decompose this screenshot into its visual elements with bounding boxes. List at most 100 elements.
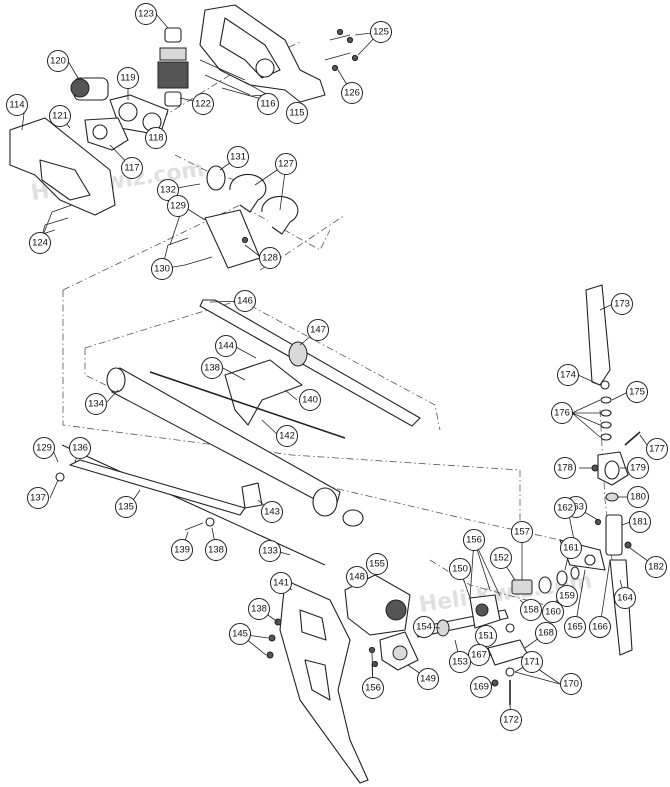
callout-p177: 177 xyxy=(646,438,668,460)
callout-circle xyxy=(135,3,157,25)
callout-p143: 143 xyxy=(261,501,283,523)
frame-screw xyxy=(329,34,351,41)
callout-p117: 117 xyxy=(121,157,143,179)
blade-washer xyxy=(600,409,612,417)
callout-p180: 180 xyxy=(627,486,649,508)
callout-circle xyxy=(33,437,55,459)
side-frame-window xyxy=(39,159,91,201)
callout-p172: 172 xyxy=(500,709,522,731)
boom-clamp-assembly xyxy=(167,165,299,269)
callout-circle xyxy=(6,94,28,116)
callout-circle xyxy=(341,82,363,104)
callout-p140: 140 xyxy=(299,389,321,411)
blade-bolt xyxy=(624,431,641,446)
fin-screw xyxy=(268,634,276,642)
callout-circle xyxy=(69,437,91,459)
boom-tube-front xyxy=(106,367,126,393)
leader-line xyxy=(284,389,298,401)
callout-p158: 158 xyxy=(520,599,542,621)
callout-circle xyxy=(307,319,329,341)
callout-p139: 139 xyxy=(171,539,193,561)
side-frame-screw xyxy=(44,217,69,226)
callout-p160: 160 xyxy=(542,601,564,623)
callout-circle xyxy=(259,247,281,269)
callout-circle xyxy=(151,258,173,280)
callout-circle xyxy=(47,50,69,72)
plate-screw-hole xyxy=(241,236,249,244)
callout-circle xyxy=(370,21,392,43)
callout-number: 148 xyxy=(349,572,365,583)
callout-p164: 164 xyxy=(614,587,636,609)
callout-p175: 175 xyxy=(626,381,648,403)
bevel-gear-teeth xyxy=(70,78,90,98)
callout-circle xyxy=(470,676,492,698)
leader-line xyxy=(611,391,629,401)
callout-circle xyxy=(556,585,578,607)
callout-number: 155 xyxy=(369,559,385,570)
callout-circle xyxy=(167,195,189,217)
callout-number: 135 xyxy=(118,502,134,513)
callout-circle xyxy=(611,293,633,315)
callout-number: 174 xyxy=(560,370,576,381)
leader-line xyxy=(155,13,169,29)
guide-line xyxy=(259,214,346,271)
bevel-gear-tail xyxy=(385,599,407,621)
callout-number: 171 xyxy=(524,657,540,668)
guide-line xyxy=(84,299,441,431)
tail-drive-shaft xyxy=(199,299,421,427)
callout-p126: 126 xyxy=(341,82,363,104)
callout-p147: 147 xyxy=(307,319,329,341)
callout-p119: 119 xyxy=(117,67,139,89)
shaft-collar xyxy=(511,579,533,595)
callout-number: 138 xyxy=(251,604,267,615)
callout-p153: 153 xyxy=(449,651,471,673)
boom-clip xyxy=(241,482,263,509)
callout-number: 140 xyxy=(302,395,318,406)
callout-circle xyxy=(614,587,636,609)
callout-p131: 131 xyxy=(227,146,249,168)
callout-p182: 182 xyxy=(645,556,667,578)
callout-p174: 174 xyxy=(557,364,579,386)
leader-line xyxy=(106,389,119,403)
callout-number: 128 xyxy=(262,253,278,264)
callout-circle xyxy=(257,93,279,115)
callout-circle xyxy=(629,511,651,533)
callout-number: 144 xyxy=(218,341,234,352)
callout-number: 129 xyxy=(170,201,186,212)
leader-line xyxy=(261,419,280,437)
case-screw xyxy=(368,646,376,654)
callout-circle xyxy=(463,529,485,551)
callout-p162: 162 xyxy=(554,497,576,519)
callout-number: 137 xyxy=(30,493,46,504)
callout-p159: 159 xyxy=(556,585,578,607)
frame-pin xyxy=(221,87,266,101)
callout-p125: 125 xyxy=(370,21,392,43)
plate-screw xyxy=(167,237,189,246)
callout-p154: 154 xyxy=(413,616,435,638)
callout-p129a: 129 xyxy=(167,195,189,217)
rod-end-washer xyxy=(205,517,215,527)
callout-circle xyxy=(557,364,579,386)
fin-screw xyxy=(266,651,274,659)
callout-circle xyxy=(413,616,435,638)
callout-circle xyxy=(248,598,270,620)
callout-p114: 114 xyxy=(6,94,28,116)
leader-line xyxy=(571,399,601,438)
callout-number: 149 xyxy=(420,674,436,685)
guide-line xyxy=(429,559,546,606)
frame-bearing-seat xyxy=(255,58,275,78)
callout-number: 134 xyxy=(88,399,104,410)
callout-circle xyxy=(276,425,298,447)
slider-screw xyxy=(594,518,602,526)
callout-p146: 146 xyxy=(234,290,256,312)
callout-circle xyxy=(171,539,193,561)
guide-line xyxy=(599,409,613,561)
callout-circle xyxy=(362,677,384,699)
leader-line xyxy=(599,559,611,627)
callout-circle xyxy=(646,438,668,460)
callout-circle xyxy=(29,232,51,254)
callout-number: 173 xyxy=(614,299,630,310)
pinion-gear xyxy=(159,47,187,61)
callout-number: 116 xyxy=(260,99,275,110)
callout-circle xyxy=(626,381,648,403)
